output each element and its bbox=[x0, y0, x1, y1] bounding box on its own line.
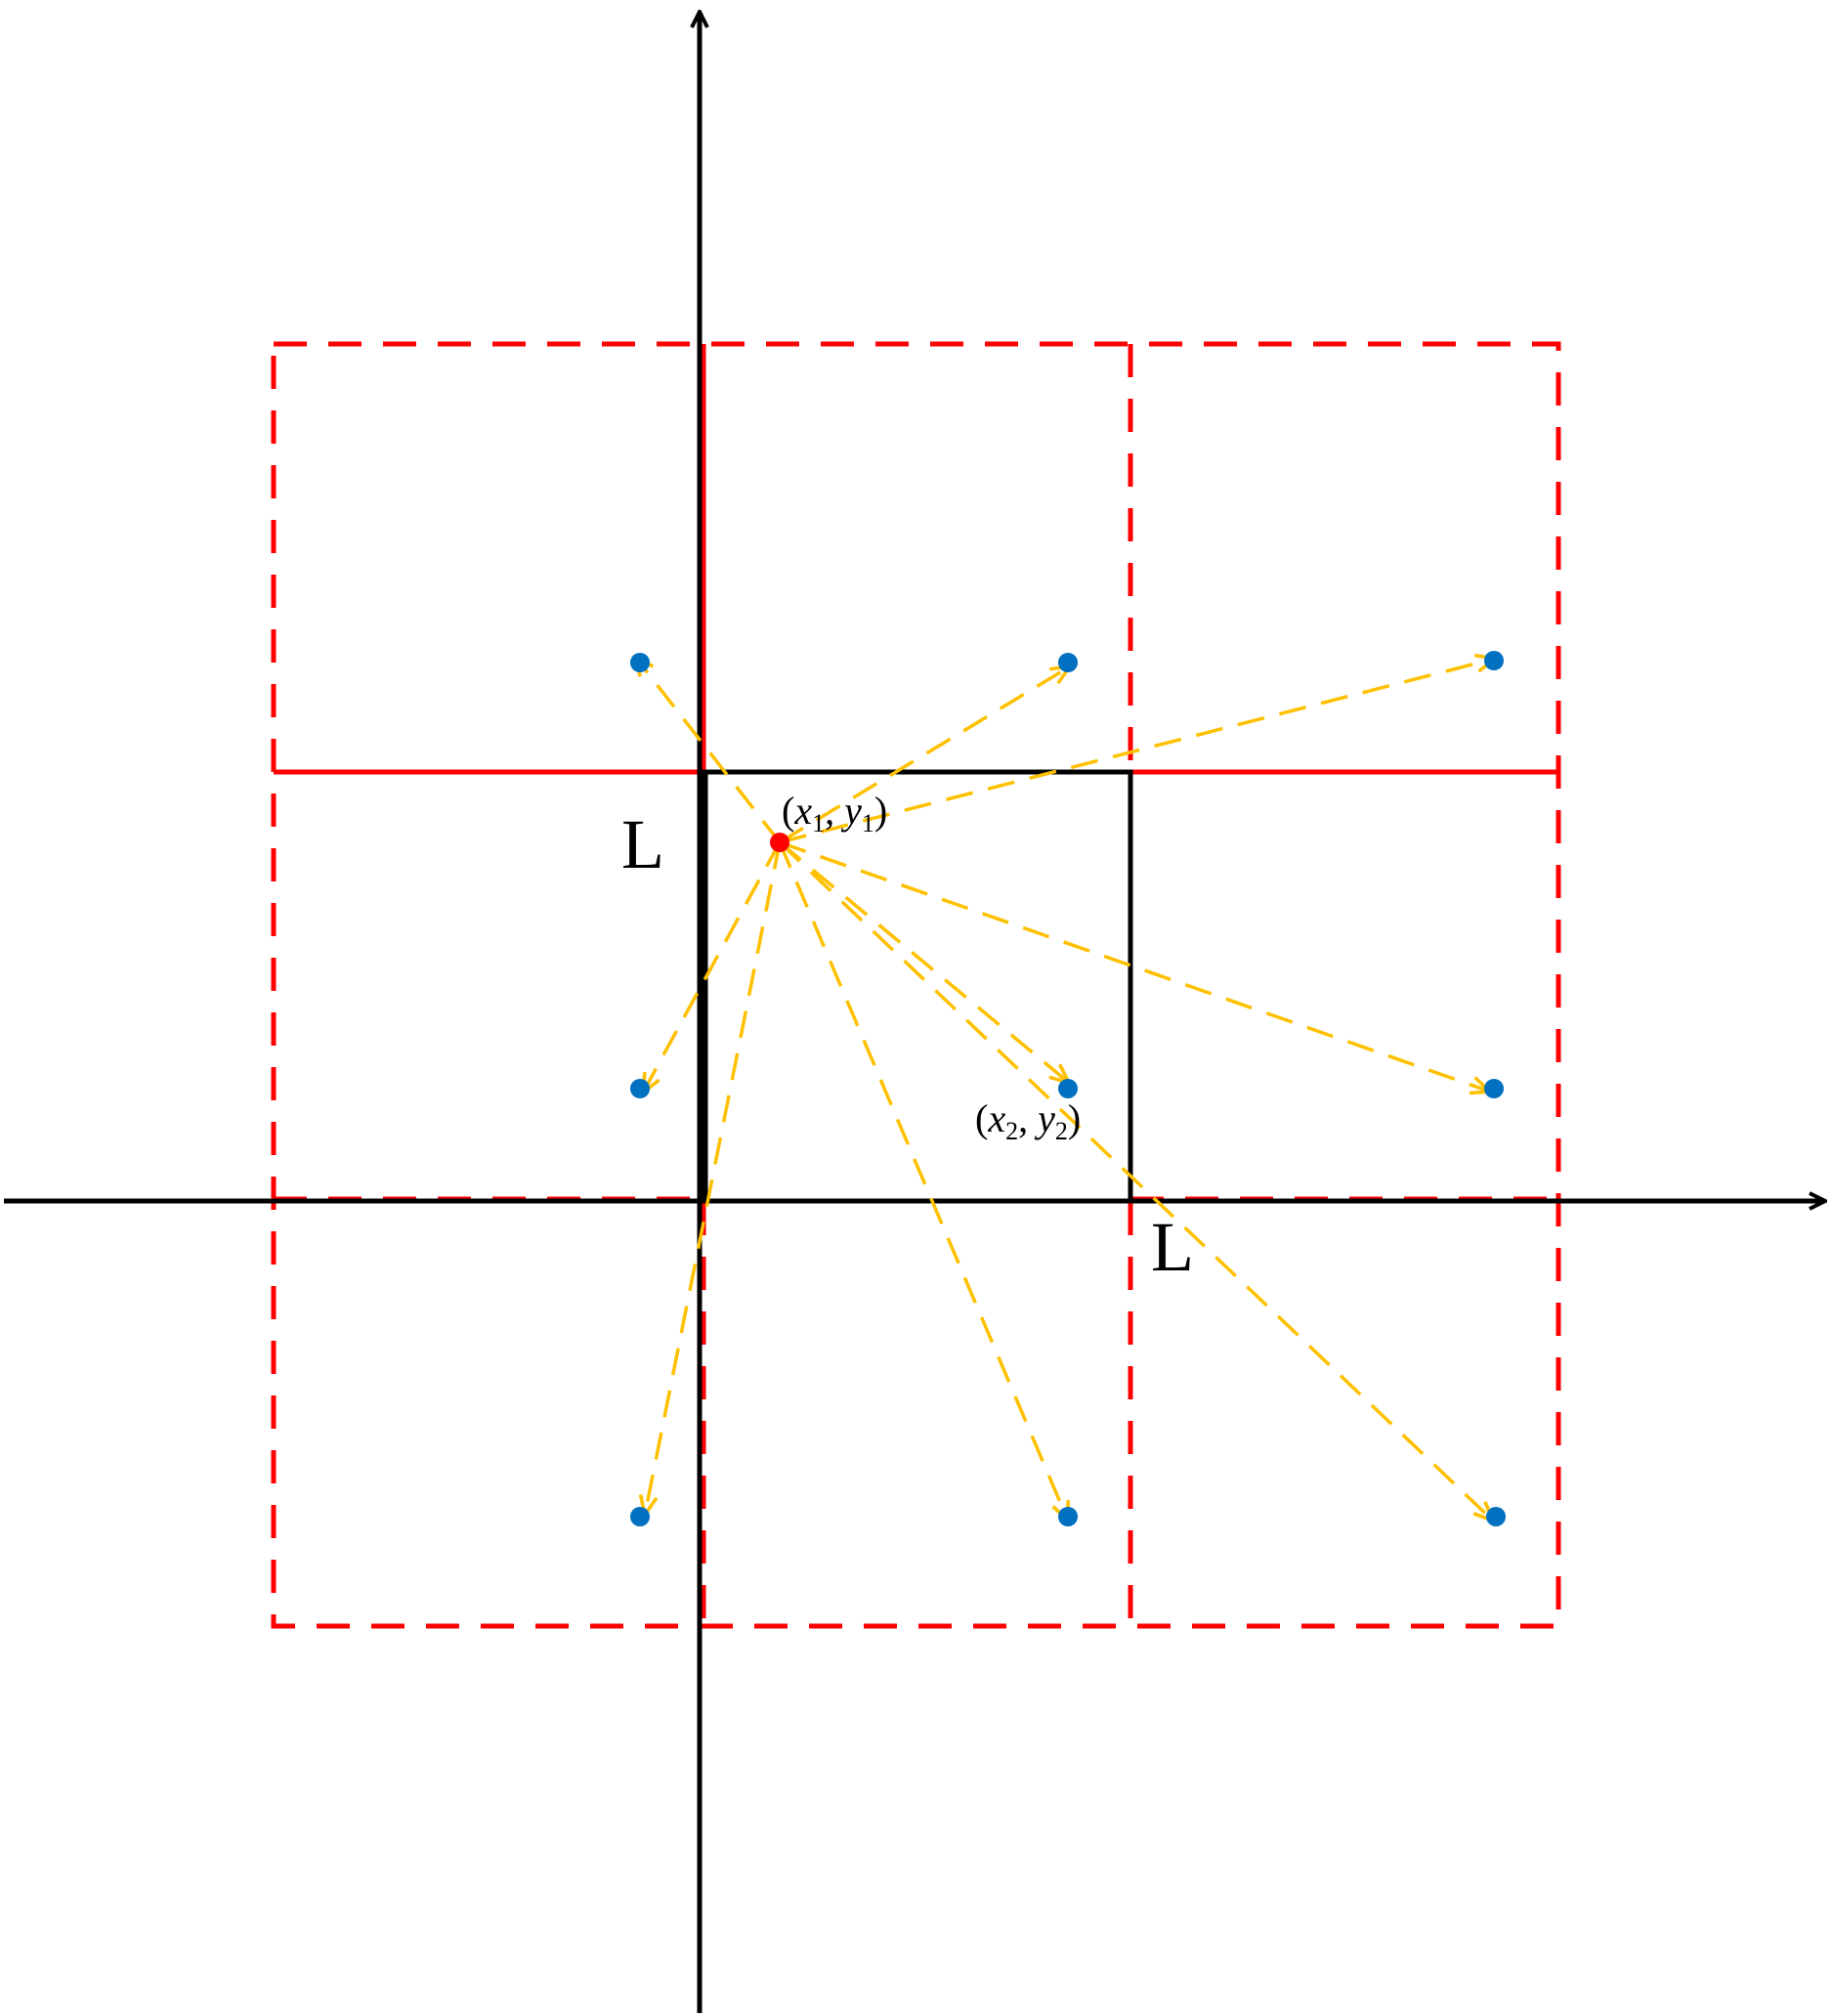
image-point-top-center bbox=[1058, 653, 1078, 672]
arrow-to-image-bottom-right bbox=[778, 840, 1493, 1521]
image-point-bottom-right bbox=[1486, 1507, 1506, 1526]
image-point-top-left bbox=[630, 653, 650, 672]
arrow-to-image-bottom-center bbox=[778, 841, 1068, 1521]
image-point-mid-left bbox=[630, 1079, 650, 1098]
point-2-label: (x2, y2) bbox=[975, 1096, 1081, 1145]
image-point-mid-right bbox=[1484, 1079, 1504, 1098]
side-length-label-left: L bbox=[621, 805, 664, 883]
arrow-to-point-2 bbox=[778, 840, 1069, 1083]
point-2 bbox=[1058, 1079, 1078, 1098]
arrow-to-image-top-right bbox=[779, 659, 1495, 844]
outer-supercell-boundary bbox=[271, 341, 1561, 1629]
arrow-to-image-bottom-left bbox=[645, 841, 782, 1515]
arrow-to-image-mid-left bbox=[643, 841, 782, 1093]
arrow-to-image-top-left bbox=[635, 657, 782, 844]
point-1 bbox=[770, 833, 789, 852]
image-points bbox=[630, 651, 1506, 1526]
arrow-to-image-top-center bbox=[779, 666, 1070, 844]
point-1-label: (x1, y1) bbox=[782, 789, 887, 837]
arrow-to-image-mid-right bbox=[779, 840, 1490, 1092]
image-point-bottom-left bbox=[630, 1507, 650, 1526]
image-cells bbox=[271, 341, 1561, 1629]
image-point-bottom-center bbox=[1058, 1507, 1078, 1526]
axes bbox=[4, 12, 1825, 2013]
interaction-arrows bbox=[635, 657, 1495, 1521]
image-point-top-right bbox=[1484, 651, 1504, 670]
side-length-label-bottom: L bbox=[1151, 1208, 1194, 1286]
